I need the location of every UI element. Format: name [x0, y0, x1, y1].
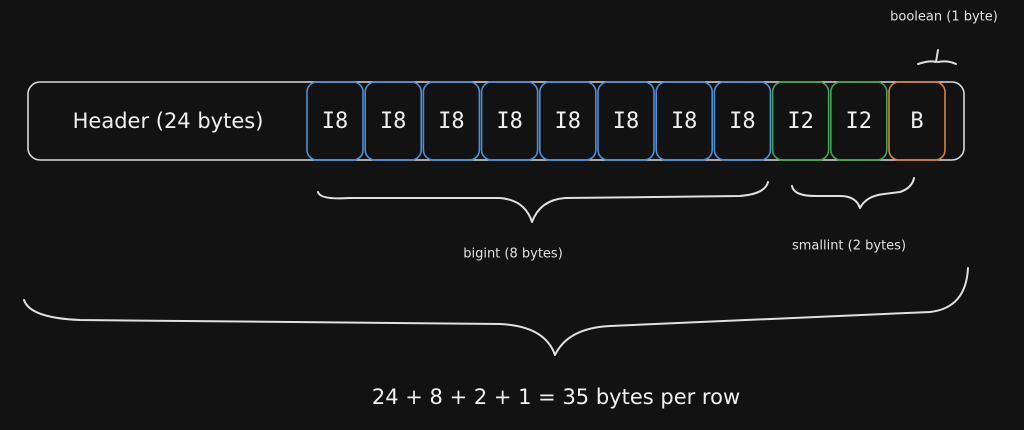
bigint-cell-2 — [364, 81, 423, 161]
bigint-cell-3 — [422, 81, 481, 161]
bigint-cell-4 — [480, 81, 539, 161]
column-cells: I8 I8 I8 I8 I8 I8 I8 I8 I2 I2 B — [306, 81, 946, 161]
bigint-cell-label-2: I8 — [380, 109, 407, 134]
bigint-cell-label-5: I8 — [555, 109, 582, 134]
bigint-cell-label-8: I8 — [729, 109, 756, 134]
smallint-cell-9 — [771, 81, 830, 161]
smallint-cell-label-10: I2 — [846, 109, 873, 134]
boolean-label: boolean (1 byte) — [890, 10, 998, 25]
bigint-cell-label-3: I8 — [438, 109, 465, 134]
smallint-label: smallint (2 bytes) — [792, 239, 906, 254]
header-label: Header (24 bytes) — [73, 109, 264, 133]
boolean-cell-11 — [888, 81, 946, 161]
bigint-cell-label-6: I8 — [613, 109, 640, 134]
smallint-cell-10 — [829, 81, 888, 161]
bigint-cell-1 — [306, 81, 364, 161]
boolean-cell-label-11: B — [910, 109, 923, 134]
bigint-cell-label-1: I8 — [322, 109, 349, 134]
bigint-brace — [317, 181, 769, 223]
bigint-cell-8 — [713, 81, 772, 161]
bigint-label: bigint (8 bytes) — [463, 247, 563, 262]
total-brace — [23, 267, 969, 356]
bigint-cell-label-7: I8 — [671, 109, 698, 134]
bigint-cell-5 — [538, 81, 597, 161]
boolean-bracket — [917, 49, 957, 65]
bigint-cell-6 — [597, 81, 655, 161]
smallint-brace — [791, 177, 915, 209]
smallint-cell-label-9: I2 — [787, 109, 814, 134]
total-label: 24 + 8 + 2 + 1 = 35 bytes per row — [372, 385, 740, 409]
bigint-cell-label-4: I8 — [496, 109, 523, 134]
bigint-cell-7 — [655, 81, 714, 161]
